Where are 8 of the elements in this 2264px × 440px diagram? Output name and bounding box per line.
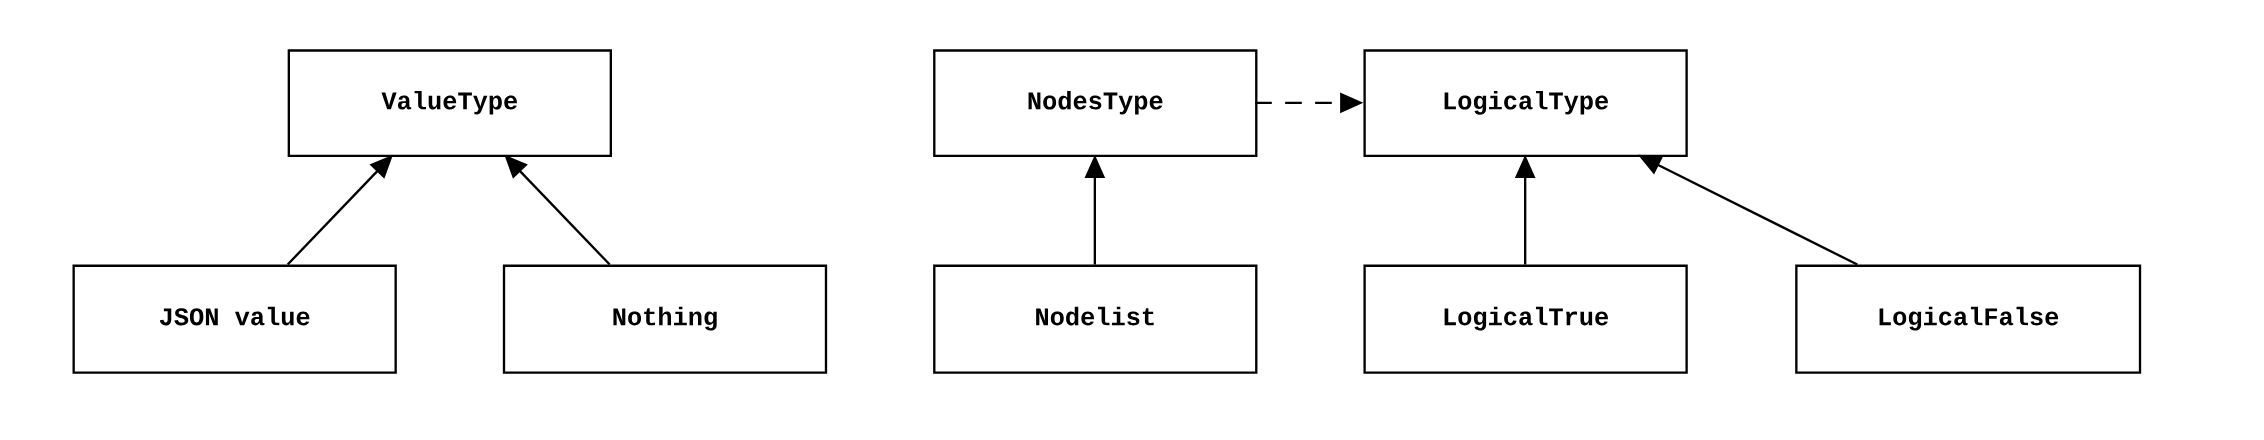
class-box: LogicalType — [1363, 49, 1688, 158]
class-box: Nodelist — [933, 264, 1258, 374]
class-box: ValueType — [287, 49, 612, 158]
class-box: NodesType — [933, 49, 1258, 158]
class-box: JSON value — [72, 264, 397, 374]
class-box: LogicalFalse — [1795, 264, 2142, 374]
class-box: LogicalTrue — [1363, 264, 1688, 374]
class-box: Nothing — [502, 264, 828, 374]
